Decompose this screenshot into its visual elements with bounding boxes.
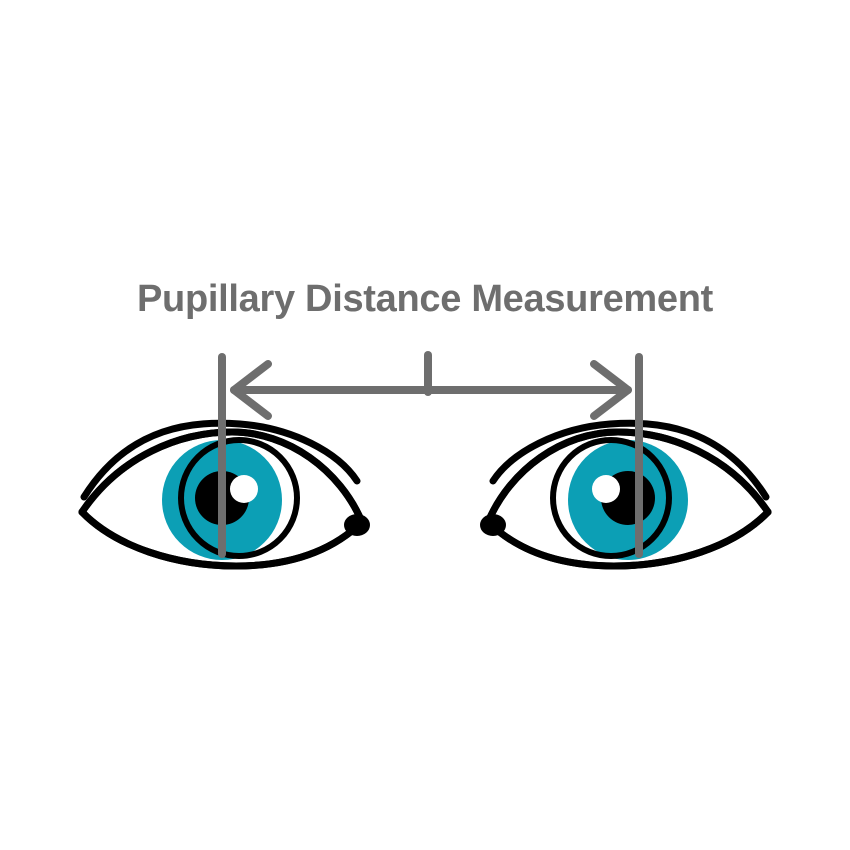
right-eye-lower-lid xyxy=(484,508,772,570)
arrow-head-right-icon xyxy=(590,360,632,420)
left-eye-iris-ring xyxy=(178,437,300,559)
arrow-head-left-icon xyxy=(230,360,272,420)
left-eye-highlight xyxy=(230,475,258,503)
left-eye-lower-lid xyxy=(78,508,366,570)
left-eye-lash-arc xyxy=(80,419,361,501)
right-eye-highlight xyxy=(592,475,620,503)
pupillary-distance-measure xyxy=(218,351,643,558)
left-eye-upper-lid xyxy=(78,428,366,526)
page-title: Pupillary Distance Measurement xyxy=(137,278,714,320)
right-eye-lash-arc xyxy=(489,419,770,501)
right-eye-iris-ring xyxy=(550,437,672,559)
right-eye-upper-lid xyxy=(484,428,772,526)
